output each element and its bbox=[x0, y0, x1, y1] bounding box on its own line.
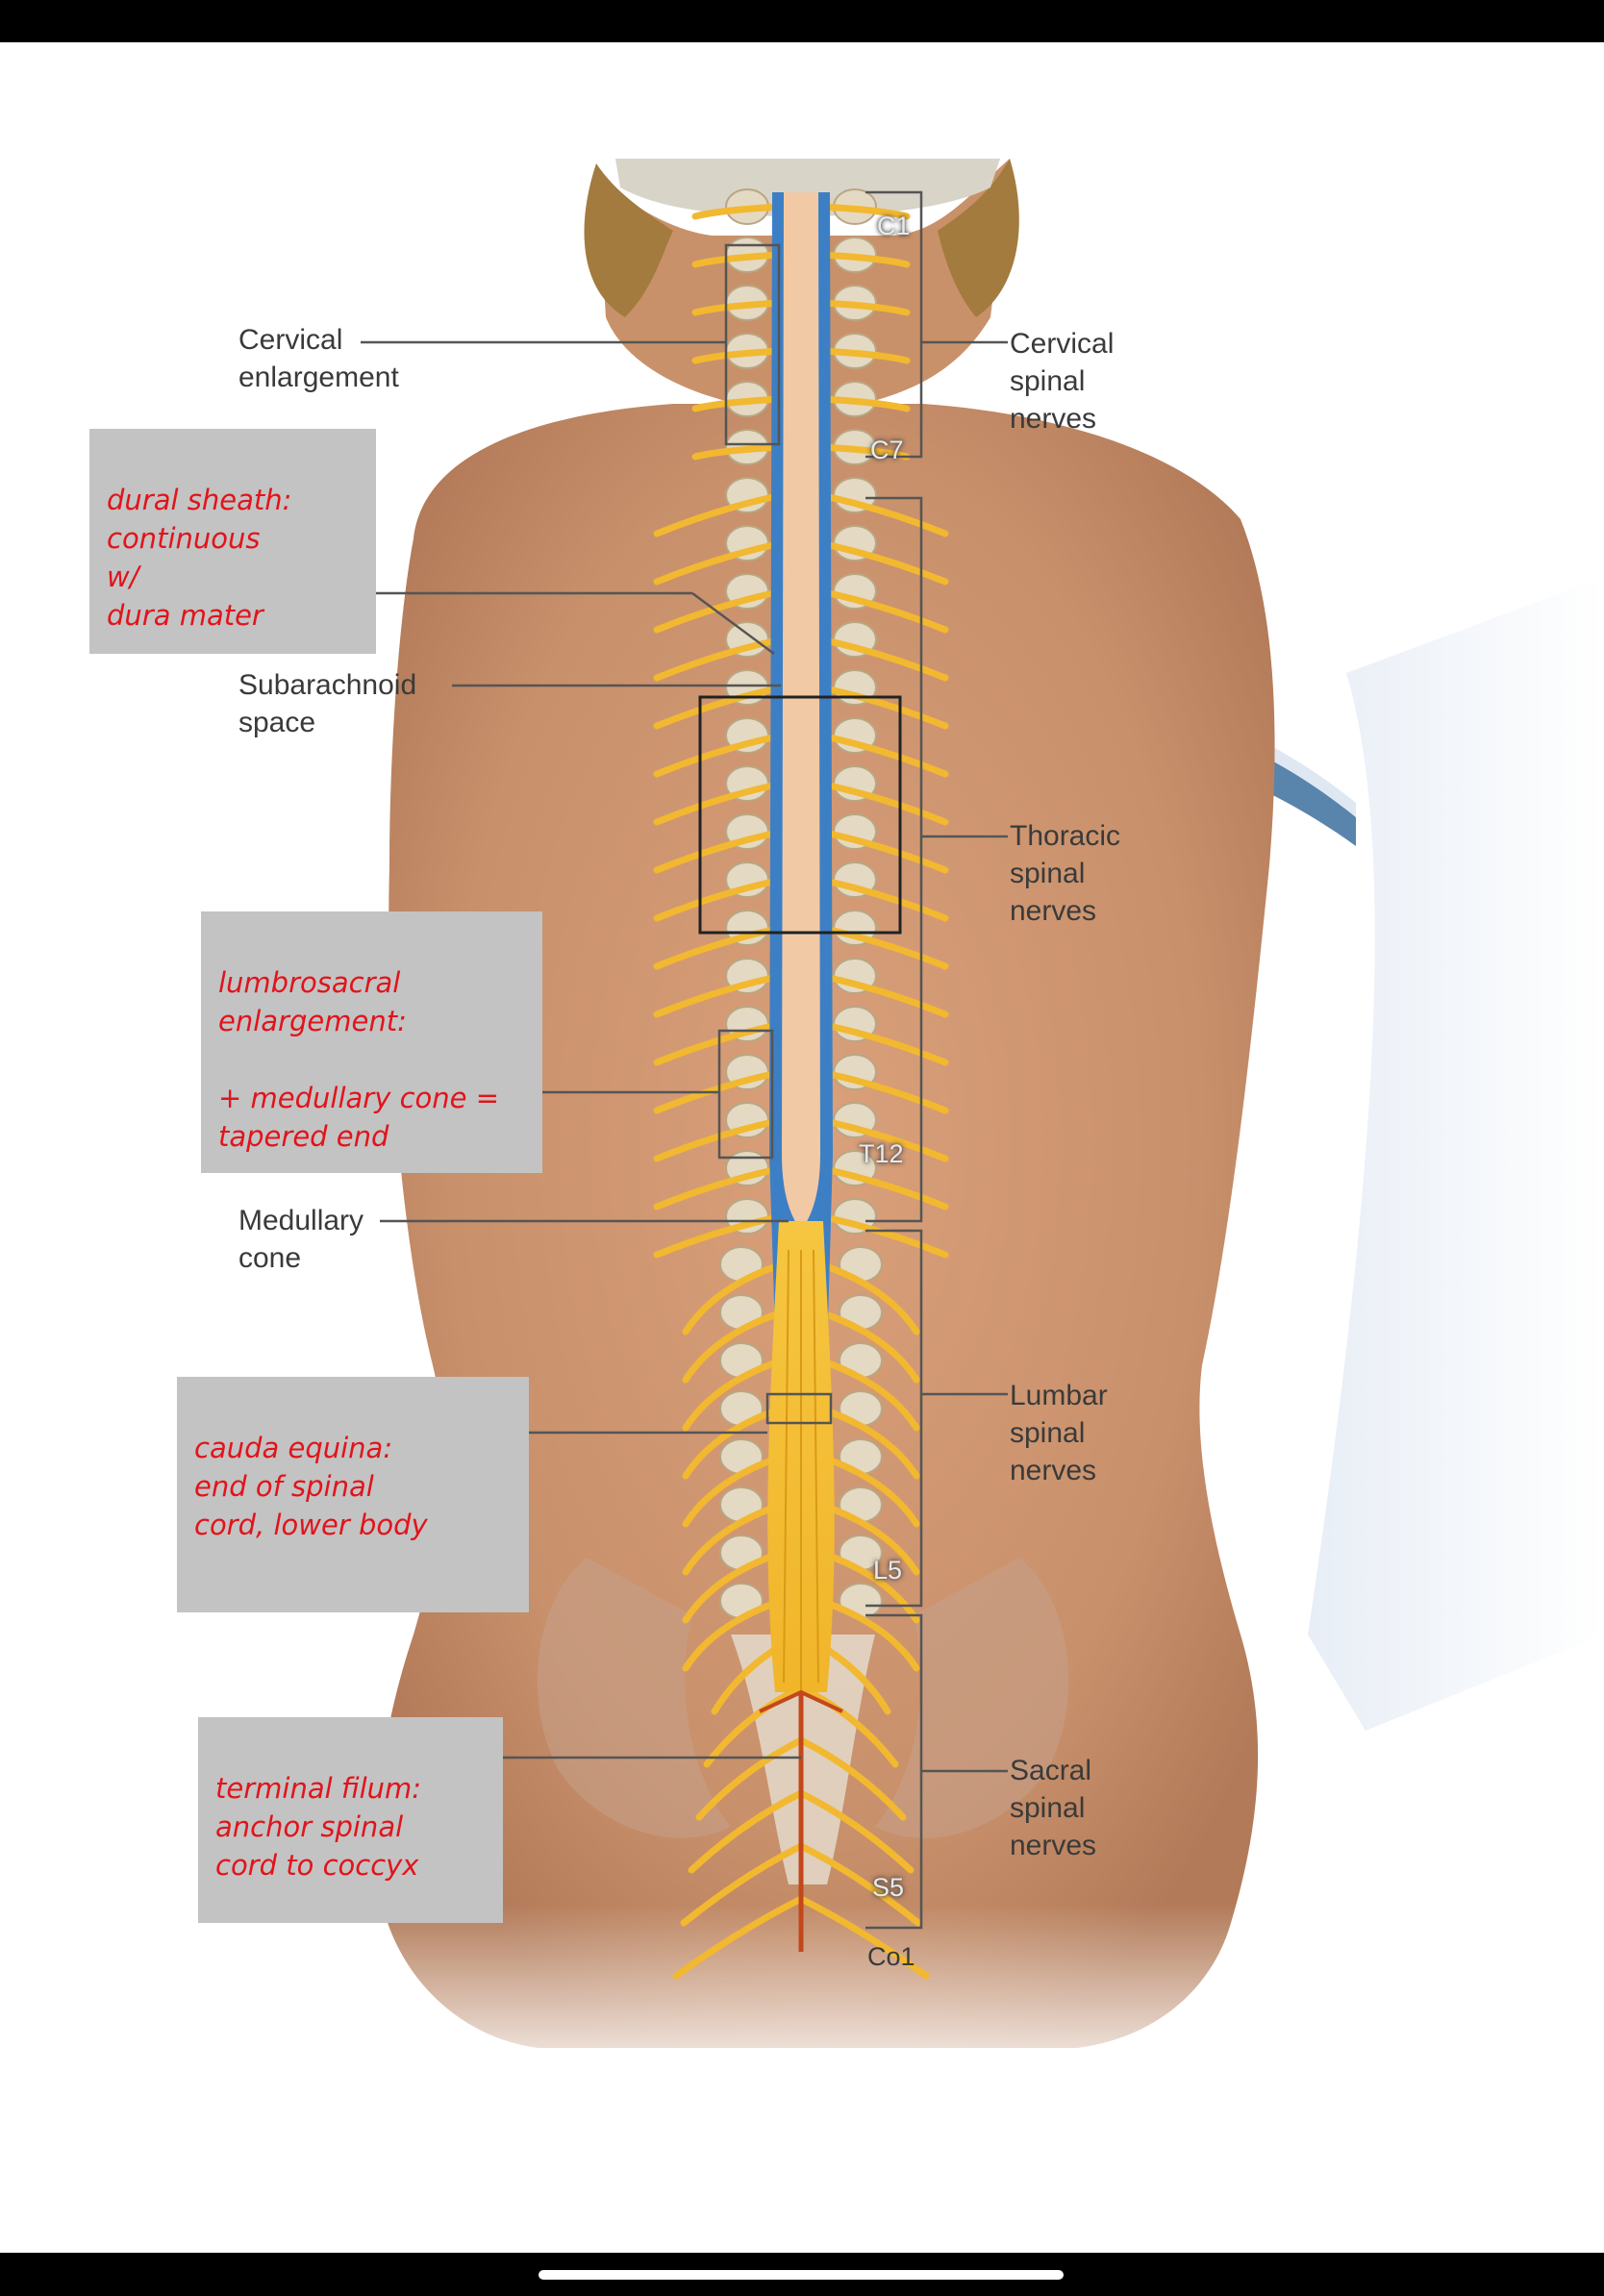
spinal-nerve-20-right bbox=[816, 1164, 949, 1210]
level-s5: S5 bbox=[872, 1873, 905, 1902]
spinal-nerve-24-right bbox=[816, 1357, 920, 1432]
spinal-nerve-2-left bbox=[691, 299, 786, 316]
spinal-nerve-14-right bbox=[816, 876, 949, 922]
thoracic-spinal-nerves-label: Thoracic spinal nerves bbox=[1010, 820, 1121, 927]
spinal-nerve-6-right bbox=[816, 491, 949, 537]
spinal-nerve-18-right bbox=[816, 1068, 949, 1114]
lumbar-spinal-nerves-label: Lumbar spinal nerves bbox=[1010, 1380, 1108, 1486]
spinal-nerve-19-right bbox=[816, 1116, 949, 1162]
spinal-nerve-12-right bbox=[816, 780, 949, 826]
sacral-spinal-nerves-label: Sacral spinal nerves bbox=[1010, 1755, 1097, 1861]
subarachnoid-space-label: Subarachnoid space bbox=[238, 669, 417, 738]
lumbosacral-enlargement-note-text: lumbrosacral enlargement: + medullary co… bbox=[218, 966, 500, 1153]
spinal-nerve-26-left bbox=[682, 1453, 786, 1528]
spinal-nerve-5-left bbox=[691, 443, 786, 461]
spinal-nerve-21-right bbox=[816, 1212, 949, 1259]
sacral-nerve-3-right bbox=[797, 1789, 915, 1874]
spinal-nerve-16-left bbox=[653, 972, 786, 1018]
spinal-nerve-22-left bbox=[682, 1260, 786, 1335]
sacral-nerve-5-left bbox=[672, 1895, 805, 1980]
lumbosacral-enlargement-note: lumbrosacral enlargement: + medullary co… bbox=[201, 911, 542, 1173]
spinal-nerve-0-left bbox=[691, 203, 786, 220]
spinal-nerve-9-left bbox=[653, 636, 786, 682]
spinal-nerve-22-right bbox=[816, 1260, 920, 1335]
level-t12: T12 bbox=[859, 1139, 904, 1168]
spinal-nerve-11-left bbox=[653, 732, 786, 778]
spinal-nerve-23-right bbox=[816, 1309, 920, 1384]
home-indicator[interactable] bbox=[539, 2270, 1064, 2280]
sacral-nerve-4-left bbox=[680, 1842, 805, 1927]
spinal-nerve-29-left bbox=[682, 1597, 786, 1672]
spinal-nerve-1-left bbox=[691, 251, 786, 268]
terminal-filum-note: terminal filum: anchor spinal cord to co… bbox=[198, 1717, 503, 1923]
spinal-nerve-3-left bbox=[691, 347, 786, 364]
spinal-nerve-28-left bbox=[682, 1549, 786, 1624]
spinal-nerve-3-right bbox=[816, 347, 911, 364]
spinal-nerve-1-right bbox=[816, 251, 911, 268]
sacral-nerve-2-left bbox=[695, 1736, 805, 1821]
spinal-nerve-9-right bbox=[816, 636, 949, 682]
spinal-nerve-20-left bbox=[653, 1164, 786, 1210]
spinal-nerve-7-right bbox=[816, 539, 949, 586]
cauda-equina-note: cauda equina: end of spinal cord, lower … bbox=[177, 1377, 529, 1612]
spinal-nerve-11-right bbox=[816, 732, 949, 778]
spinal-nerve-26-right bbox=[816, 1453, 920, 1528]
dural-sheath-note-text: dural sheath: continuous w/ dura mater bbox=[107, 484, 292, 632]
terminal-filum-note-text: terminal filum: anchor spinal cord to co… bbox=[215, 1772, 422, 1882]
sacral-nerve-5-right bbox=[797, 1895, 930, 1980]
spinal-nerve-10-left bbox=[653, 684, 786, 730]
spinal-nerve-13-left bbox=[653, 828, 786, 874]
spinal-nerve-6-left bbox=[653, 491, 786, 537]
spinal-nerve-28-right bbox=[816, 1549, 920, 1624]
sacral-nerve-4-right bbox=[797, 1842, 922, 1927]
dural-sheath-note: dural sheath: continuous w/ dura mater bbox=[89, 429, 376, 654]
sacral-nerve-1-left bbox=[703, 1684, 805, 1768]
spinal-nerve-21-left bbox=[653, 1212, 786, 1259]
spinal-nerve-13-right bbox=[816, 828, 949, 874]
spinal-nerve-25-right bbox=[816, 1405, 920, 1480]
spinal-nerve-15-left bbox=[653, 924, 786, 970]
bottom-bar bbox=[0, 2253, 1604, 2296]
level-l5: L5 bbox=[873, 1556, 903, 1585]
level-c1: C1 bbox=[877, 212, 911, 240]
spinal-nerve-27-right bbox=[816, 1501, 920, 1576]
spinal-nerve-17-right bbox=[816, 1020, 949, 1066]
spinal-nerve-16-right bbox=[816, 972, 949, 1018]
spinal-nerve-8-left bbox=[653, 587, 786, 634]
level-co1: Co1 bbox=[867, 1942, 915, 1971]
spinal-nerve-5-right bbox=[816, 443, 911, 461]
spinal-nerve-10-right bbox=[816, 684, 949, 730]
spinal-nerve-27-left bbox=[682, 1501, 786, 1576]
spinal-nerve-2-right bbox=[816, 299, 911, 316]
spinal-nerve-0-right bbox=[816, 203, 911, 220]
spinal-nerve-14-left bbox=[653, 876, 786, 922]
spinal-nerve-15-right bbox=[816, 924, 949, 970]
sacral-nerve-3-left bbox=[688, 1789, 805, 1874]
cauda-equina-note-text: cauda equina: end of spinal cord, lower … bbox=[194, 1432, 428, 1541]
spinal-nerve-4-right bbox=[816, 395, 911, 412]
status-bar bbox=[0, 0, 1604, 42]
spinal-nerve-24-left bbox=[682, 1357, 786, 1432]
sacral-nerve-1-right bbox=[797, 1684, 899, 1768]
spinal-nerve-4-left bbox=[691, 395, 786, 412]
spinal-nerve-7-left bbox=[653, 539, 786, 586]
spinal-nerve-29-right bbox=[816, 1597, 920, 1672]
cervical-spinal-nerves-label: Cervical spinal nerves bbox=[1010, 328, 1115, 435]
spinal-nerve-23-left bbox=[682, 1309, 786, 1384]
spinal-nerve-8-right bbox=[816, 587, 949, 634]
medullary-cone-label: Medullary cone bbox=[238, 1205, 364, 1274]
cervical-enlargement-label: Cervical enlargement bbox=[238, 324, 399, 393]
sacral-nerve-2-right bbox=[797, 1736, 907, 1821]
level-c7: C7 bbox=[870, 436, 904, 464]
spinal-nerve-12-left bbox=[653, 780, 786, 826]
